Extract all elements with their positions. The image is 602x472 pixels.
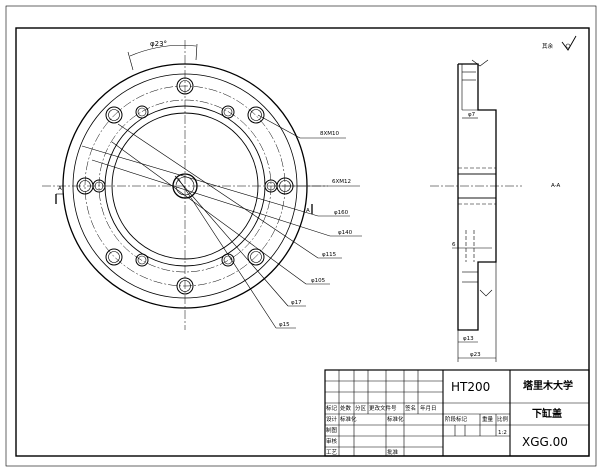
section-label: A-A <box>551 183 561 189</box>
tb-biaozhunhua: 标准化 <box>387 415 404 423</box>
bolt-hole <box>105 106 123 124</box>
bolt-hole <box>247 248 265 266</box>
label-6xm12: 6XM12 <box>332 179 351 185</box>
dim-angle: φ23° <box>150 40 167 48</box>
dim-15: φ15 <box>279 322 290 328</box>
front-view <box>42 40 328 330</box>
outer-frame <box>5 5 597 467</box>
dim-105: φ105 <box>311 278 326 284</box>
roughness-note: 其余 <box>542 35 577 51</box>
tb-jieduan: 阶段标记 <box>445 415 468 423</box>
tb-biaoji: 标记 <box>326 404 338 412</box>
tb-zhongliang: 重量 <box>482 415 494 423</box>
dim-side-inner: φ13 <box>463 336 474 342</box>
bolt-hole <box>135 105 149 119</box>
inner-frame <box>15 27 590 457</box>
bolt-hole <box>105 248 123 266</box>
dim-115: φ115 <box>322 252 337 258</box>
label-8xm10: 8XM10 <box>320 131 340 137</box>
tb-chushu: 处数 <box>340 404 352 412</box>
bolt-hole <box>176 277 194 295</box>
section-marker-left: A <box>58 186 62 192</box>
tb-bili: 比例 <box>497 415 509 423</box>
tb-fenqu: 分区 <box>355 404 367 412</box>
bolt-hole <box>92 179 106 193</box>
bolt-hole <box>247 106 265 124</box>
tb-gongyi: 工艺 <box>326 449 338 456</box>
dim-160: φ160 <box>334 210 349 216</box>
tb-gengai: 更改文件号 <box>369 404 397 412</box>
tb-shenhe: 审核 <box>326 437 338 445</box>
material: HT200 <box>451 380 490 394</box>
bolt-hole <box>221 253 235 267</box>
bolt-hole <box>221 105 235 119</box>
part-name: 下缸盖 <box>532 407 562 420</box>
title-block: 标记 处数 分区 更改文件号 签名 年月日 设计 标准化 标准化 制图 审核 工… <box>324 369 590 457</box>
scale-value: 1:2 <box>498 430 507 436</box>
tb-qianming: 签名 <box>405 404 416 412</box>
dim-17: φ17 <box>291 300 302 306</box>
dim-side-bottom: φ23 <box>470 352 481 358</box>
school-name: 塔里木大学 <box>523 379 573 392</box>
tb-zhiren: 制图 <box>326 426 338 434</box>
bolt-hole <box>176 77 194 95</box>
bolt-hole <box>135 253 149 267</box>
tb-biaozhunhua-small: 标准化 <box>340 415 357 423</box>
dim-140: φ140 <box>338 230 353 236</box>
section-marker-right: A <box>306 208 310 214</box>
tb-pizhun: 批准 <box>387 448 399 456</box>
front-view-dimensions: φ23° 8XM10 6XM12 φ160 φ140 φ115 φ105 φ17… <box>55 40 362 329</box>
drawing-number: XGG.00 <box>522 435 568 449</box>
roughness-text: 其余 <box>542 42 554 50</box>
dim-side-step: 6 <box>452 242 456 248</box>
tb-nianyueri: 年月日 <box>420 404 437 412</box>
side-view: φ7 6 φ13 φ23 A-A <box>430 59 561 362</box>
dim-side-top: φ7 <box>468 112 476 118</box>
tb-sheji: 设计 <box>326 415 338 423</box>
